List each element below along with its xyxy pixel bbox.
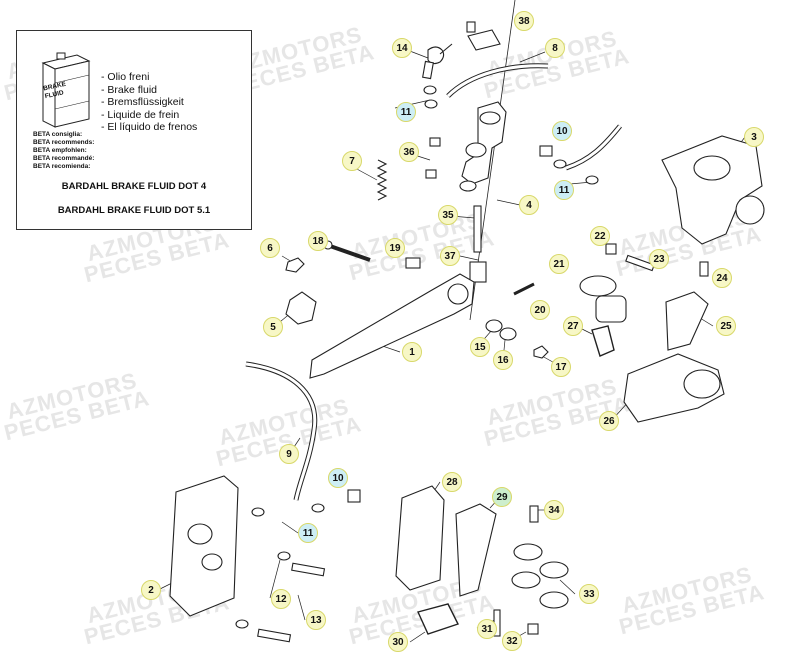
callout-33: 33	[579, 584, 599, 604]
callout-7: 7	[342, 151, 362, 171]
callout-20: 20	[530, 300, 550, 320]
callout-4: 4	[519, 195, 539, 215]
callout-28: 28	[442, 472, 462, 492]
fluid-name: - Liquide de frein	[101, 108, 180, 121]
callout-36: 36	[399, 142, 419, 162]
callout-37: 37	[440, 246, 460, 266]
callout-24: 24	[712, 268, 732, 288]
callout-22: 22	[590, 226, 610, 246]
fluid-names-list: - Olio freni - Brake fluid - Bremsflüssi…	[101, 71, 197, 134]
callout-6: 6	[260, 238, 280, 258]
callout-32: 32	[502, 631, 522, 651]
callout-27: 27	[563, 316, 583, 336]
callout-26: 26	[599, 411, 619, 431]
recommendation-list: BETA consiglia: BETA recommends: BETA em…	[33, 131, 94, 171]
recommendation: BETA recommandé:	[33, 155, 95, 162]
callout-10: 10	[328, 468, 348, 488]
callout-8: 8	[545, 38, 565, 58]
fluid-name: - Bremsflüssigkeit	[101, 96, 184, 108]
callout-29: 29	[492, 487, 512, 507]
callout-9: 9	[279, 444, 299, 464]
callout-34: 34	[544, 500, 564, 520]
callout-17: 17	[551, 357, 571, 377]
callout-30: 30	[388, 632, 408, 652]
recommendation: BETA recomienda:	[33, 163, 91, 170]
callout-11: 11	[298, 523, 318, 543]
callout-1: 1	[402, 342, 422, 362]
callout-23: 23	[649, 249, 669, 269]
callout-18: 18	[308, 231, 328, 251]
callout-2: 2	[141, 580, 161, 600]
callout-21: 21	[549, 254, 569, 274]
product-dot51: BARDAHL BRAKE FLUID DOT 5.1	[57, 205, 211, 216]
callout-15: 15	[470, 337, 490, 357]
brake-fluid-can-icon	[41, 52, 91, 128]
callout-38: 38	[514, 11, 534, 31]
callout-11: 11	[396, 102, 416, 122]
callout-25: 25	[716, 316, 736, 336]
callout-12: 12	[271, 589, 291, 609]
fluid-name: - Brake fluid	[101, 83, 158, 96]
callout-13: 13	[306, 610, 326, 630]
recommendation: BETA recommends:	[33, 139, 95, 146]
recommendation: BETA empfohlen:	[33, 147, 87, 154]
callout-5: 5	[263, 317, 283, 337]
callout-16: 16	[493, 350, 513, 370]
callout-10: 10	[552, 121, 572, 141]
fluid-name: - El líquido de frenos	[101, 121, 198, 133]
brake-fluid-legend: BRAKE FLUID - Olio freni - Brake fluid -…	[16, 30, 252, 230]
callout-31: 31	[477, 619, 497, 639]
product-dot4: BARDAHL BRAKE FLUID DOT 4	[61, 181, 207, 192]
callout-3: 3	[744, 127, 764, 147]
callout-14: 14	[392, 38, 412, 58]
recommendation: BETA consiglia:	[33, 131, 83, 138]
fluid-name: - Olio freni	[101, 71, 150, 83]
callout-19: 19	[385, 238, 405, 258]
callout-35: 35	[438, 205, 458, 225]
callout-11: 11	[554, 180, 574, 200]
